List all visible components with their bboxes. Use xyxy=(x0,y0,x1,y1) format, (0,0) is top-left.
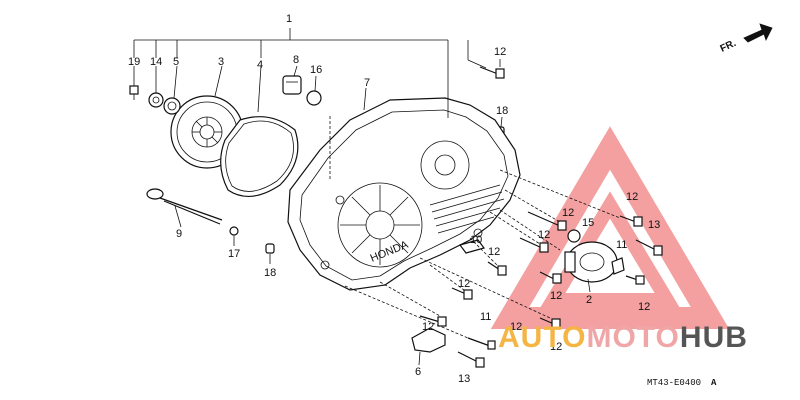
bolt-11-a xyxy=(611,257,625,275)
bolt-12-a xyxy=(527,211,567,231)
revision-letter: A xyxy=(711,378,717,388)
callout-12-g: 12 xyxy=(550,290,562,302)
callout-10: 10 xyxy=(470,234,482,246)
watermark-word-moto: MOTO xyxy=(586,321,679,354)
callout-1: 1 xyxy=(286,13,292,25)
callout-8: 8 xyxy=(293,54,299,66)
callout-3: 3 xyxy=(218,56,224,68)
callout-12-f: 12 xyxy=(458,278,470,290)
bolt-11-b xyxy=(467,337,496,350)
callout-labels: 1 19 14 5 3 4 8 16 7 12 18 9 17 18 10 12… xyxy=(128,13,660,385)
bolt-13-a xyxy=(635,239,663,256)
part-cover-15 xyxy=(567,229,581,243)
callout-12-h: 12 xyxy=(638,301,650,313)
part-bolt-19 xyxy=(129,85,139,100)
part-gasket-ring xyxy=(220,116,299,197)
svg-text:AUTOMOTOHUB: AUTOMOTOHUB xyxy=(498,321,748,354)
part-o-ring-16 xyxy=(306,90,322,106)
callout-15: 15 xyxy=(582,217,594,229)
direction-arrow-icon xyxy=(743,23,773,43)
callout-13-bottom: 13 xyxy=(458,373,470,385)
callout-12-j: 12 xyxy=(510,321,522,333)
watermark-wordmark: AUTOMOTOHUB xyxy=(498,321,748,354)
part-cap-8 xyxy=(282,75,302,95)
callout-12-b: 12 xyxy=(488,246,500,258)
callout-14: 14 xyxy=(150,56,162,68)
callout-16: 16 xyxy=(310,64,322,76)
part-o-ring-17 xyxy=(229,226,239,236)
callout-19: 19 xyxy=(128,56,140,68)
callout-9: 9 xyxy=(176,228,182,240)
bolt-12-f xyxy=(619,215,643,227)
part-dipstick-9 xyxy=(146,188,223,225)
direction-label: FR. xyxy=(719,38,738,55)
bolt-12-h xyxy=(539,317,561,329)
callout-13-right: 13 xyxy=(648,219,660,231)
bolt-12-g xyxy=(539,271,562,284)
drawing-code: MT43-E0400 xyxy=(647,378,701,388)
part-oil-seal-14 xyxy=(148,92,164,108)
bolt-12-d xyxy=(451,287,473,300)
callout-12-k: 12 xyxy=(550,341,562,353)
callout-2: 2 xyxy=(586,294,592,306)
callout-12-d: 12 xyxy=(538,229,550,241)
watermark-word-auto: AUTO xyxy=(498,321,586,354)
callout-11-right: 11 xyxy=(616,239,627,251)
bolt-set xyxy=(419,66,663,368)
callout-7: 7 xyxy=(364,77,370,89)
watermark-triangle-outer xyxy=(490,126,730,329)
callout-12-c: 12 xyxy=(562,207,574,219)
bolt-12-e xyxy=(419,315,447,327)
part-crankcase-cover: HONDA xyxy=(287,97,521,291)
watermark-word-hub: HUB xyxy=(680,321,748,354)
leader-lines xyxy=(133,28,621,366)
bolt-13-b xyxy=(457,351,485,368)
callout-18-left: 18 xyxy=(264,267,276,279)
forward-direction-indicator: FR. xyxy=(719,23,773,55)
bolt-12-top xyxy=(479,66,505,79)
callout-11-bottom: 11 xyxy=(480,311,491,323)
drawing-reference: MT43-E0400 A xyxy=(647,378,717,388)
callout-17: 17 xyxy=(228,248,240,260)
callout-12-i: 12 xyxy=(422,321,434,333)
callout-6: 6 xyxy=(415,366,421,378)
callout-4: 4 xyxy=(257,59,263,71)
callout-12-e: 12 xyxy=(626,191,638,203)
bolt-12-c xyxy=(487,261,507,276)
bolt-12-b xyxy=(519,237,549,253)
callout-5: 5 xyxy=(173,56,179,68)
bolt-12-i xyxy=(625,275,645,285)
callout-12-top: 12 xyxy=(494,46,506,58)
callout-18-top: 18 xyxy=(496,105,508,117)
part-bracket-10 xyxy=(458,239,486,254)
part-bracket-6 xyxy=(411,327,446,353)
part-oil-seal-5 xyxy=(163,97,181,115)
part-dowel-18-left xyxy=(265,243,275,254)
